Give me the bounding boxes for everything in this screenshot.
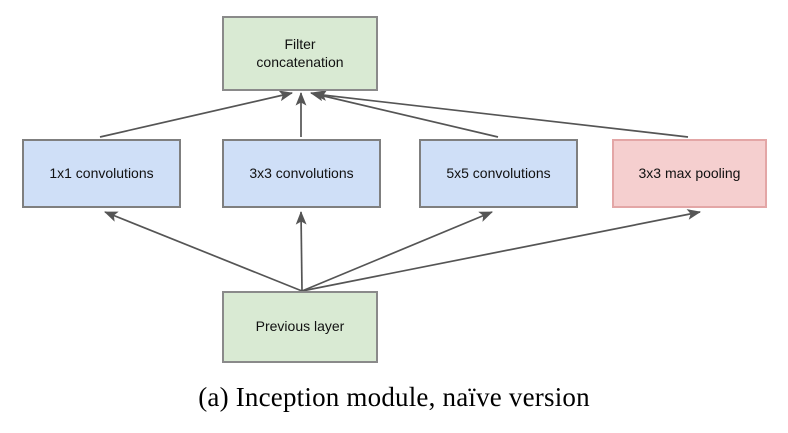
node-previous-layer[interactable]: Previous layer	[222, 291, 378, 363]
node-previous-layer-label: Previous layer	[255, 318, 345, 335]
edge-previous-to-maxpool	[301, 209, 702, 292]
edge-previous-to-1x1	[104, 211, 303, 292]
node-filter-concatenation[interactable]: Filter concatenation	[222, 16, 378, 91]
node-maxpool-3x3[interactable]: 3x3 max pooling	[612, 139, 767, 208]
node-conv-1x1-label: 1x1 convolutions	[49, 164, 154, 181]
edge-1x1-to-concat	[99, 90, 293, 138]
node-conv-5x5-label: 5x5 convolutions	[446, 164, 551, 181]
node-conv-5x5[interactable]: 5x5 convolutions	[419, 139, 578, 208]
node-filter-concatenation-label: Filter concatenation	[256, 36, 344, 70]
edge-previous-to-3x3	[295, 210, 307, 292]
edge-5x5-to-concat	[310, 90, 499, 138]
edge-previous-to-5x5	[301, 211, 493, 292]
edge-maxpool-to-concat	[312, 90, 689, 138]
node-conv-3x3[interactable]: 3x3 convolutions	[222, 139, 381, 208]
node-maxpool-3x3-label: 3x3 max pooling	[638, 164, 741, 181]
node-conv-1x1[interactable]: 1x1 convolutions	[22, 139, 181, 208]
node-conv-3x3-label: 3x3 convolutions	[249, 164, 354, 181]
figure-caption: (a) Inception module, naïve version	[198, 382, 590, 412]
